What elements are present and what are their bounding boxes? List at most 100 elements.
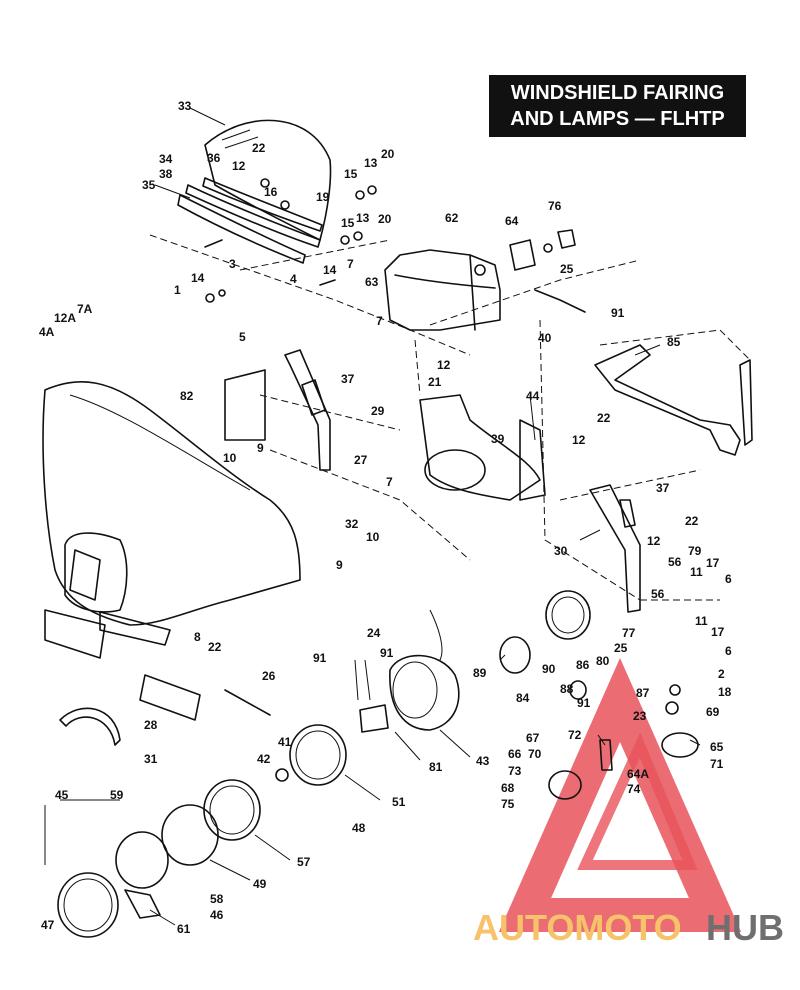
label-17: 17 — [706, 556, 720, 570]
label-7c: 7 — [386, 475, 393, 489]
label-91b: 91 — [313, 651, 327, 665]
label-67: 67 — [526, 731, 540, 745]
label-79: 79 — [688, 544, 702, 558]
label-12a: 12A — [54, 311, 76, 325]
label-4a: 4A — [39, 325, 55, 339]
turn-signals — [548, 684, 699, 800]
label-36: 36 — [207, 151, 221, 165]
label-63: 63 — [365, 275, 379, 289]
watermark-text: AUTOMOTO HUB — [473, 907, 784, 948]
label-24: 24 — [367, 626, 381, 640]
label-85: 85 — [667, 335, 681, 349]
label-20: 20 — [381, 147, 395, 161]
title-line-1: WINDSHIELD FAIRING — [510, 82, 725, 104]
label-33: 33 — [178, 99, 192, 113]
label-76: 76 — [548, 199, 562, 213]
label-64a: 64A — [627, 767, 649, 781]
label-1: 1 — [174, 283, 181, 297]
watermark-hub: HUB — [706, 907, 784, 948]
label-41: 41 — [278, 735, 292, 749]
label-71: 71 — [710, 757, 724, 771]
label-64: 64 — [505, 214, 519, 228]
label-39: 39 — [491, 432, 505, 446]
label-14: 14 — [323, 263, 337, 277]
leader-lines — [44, 107, 701, 926]
label-91c: 91 — [380, 646, 394, 660]
watermark-logo — [498, 657, 742, 932]
label-84: 84 — [516, 691, 530, 705]
label-6b: 6 — [725, 644, 732, 658]
label-90: 90 — [542, 662, 556, 676]
label-40: 40 — [538, 331, 552, 345]
inner-fairing-bracket — [384, 249, 501, 331]
label-44: 44 — [526, 389, 540, 403]
label-65: 65 — [710, 740, 724, 754]
outer-fairing — [42, 381, 301, 646]
label-42: 42 — [257, 752, 271, 766]
label-46: 46 — [210, 908, 224, 922]
label-43: 43 — [476, 754, 490, 768]
label-15b: 15 — [341, 216, 355, 230]
label-13: 13 — [364, 156, 378, 170]
label-5: 5 — [239, 330, 246, 344]
label-73: 73 — [508, 764, 522, 778]
label-20b: 20 — [378, 212, 392, 226]
label-48: 48 — [352, 821, 366, 835]
label-86: 86 — [576, 658, 590, 672]
part-labels: 33 22 12 36 34 38 3 5 16 1 9 15 13 20 15 1… — [39, 99, 732, 936]
label-47: 47 — [41, 918, 55, 932]
title-line-2: AND LAMPS — FLHTP — [510, 108, 725, 130]
label-77: 77 — [622, 626, 636, 640]
label-10b: 10 — [366, 530, 380, 544]
diagram-title: WINDSHIELD FAIRING AND LAMPS — FLHTP — [489, 75, 746, 137]
label-38: 38 — [159, 167, 173, 181]
label-15: 15 — [344, 167, 358, 181]
label-80: 80 — [596, 654, 610, 668]
label-88: 88 — [560, 682, 574, 696]
label-23: 23 — [633, 709, 647, 723]
label-34: 34 — [159, 152, 173, 166]
windshield — [177, 119, 332, 264]
support-bracket — [594, 344, 753, 456]
label-61: 61 — [177, 922, 191, 936]
label-69: 69 — [706, 705, 720, 719]
label-26: 26 — [262, 669, 276, 683]
label-11: 11 — [690, 565, 703, 579]
label-21: 21 — [428, 375, 442, 389]
label-13b: 13 — [356, 211, 370, 225]
spot-lamp — [499, 590, 591, 700]
label-10: 10 — [223, 451, 237, 465]
label-49: 49 — [253, 877, 267, 891]
label-12c: 12 — [437, 358, 451, 372]
label-31: 31 — [144, 752, 158, 766]
label-7: 7 — [347, 257, 354, 271]
trim-pieces — [44, 609, 271, 746]
label-22: 22 — [252, 141, 266, 155]
label-37: 37 — [341, 372, 355, 386]
label-27: 27 — [354, 453, 368, 467]
headlamp — [354, 609, 460, 733]
label-30: 30 — [554, 544, 568, 558]
label-9b: 9 — [336, 558, 343, 572]
headlamp-bucket — [419, 394, 546, 501]
label-32: 32 — [345, 517, 359, 531]
windshield-hardware — [204, 178, 377, 303]
mount-brackets — [224, 349, 641, 613]
label-12: 12 — [232, 159, 246, 173]
label-37b: 37 — [656, 481, 670, 495]
label-12d: 12 — [572, 433, 586, 447]
label-51: 51 — [392, 795, 406, 809]
label-2: 2 — [718, 667, 725, 681]
label-4: 4 — [290, 272, 297, 286]
label-16: 16 — [264, 185, 278, 199]
label-14b: 14 — [191, 271, 205, 285]
label-82: 82 — [180, 389, 194, 403]
label-12e: 12 — [647, 534, 661, 548]
label-87: 87 — [636, 686, 650, 700]
label-29: 29 — [371, 404, 385, 418]
switch-assembly — [509, 229, 586, 313]
label-17b: 17 — [711, 625, 725, 639]
label-75: 75 — [501, 797, 515, 811]
label-3: 3 — [229, 257, 236, 271]
